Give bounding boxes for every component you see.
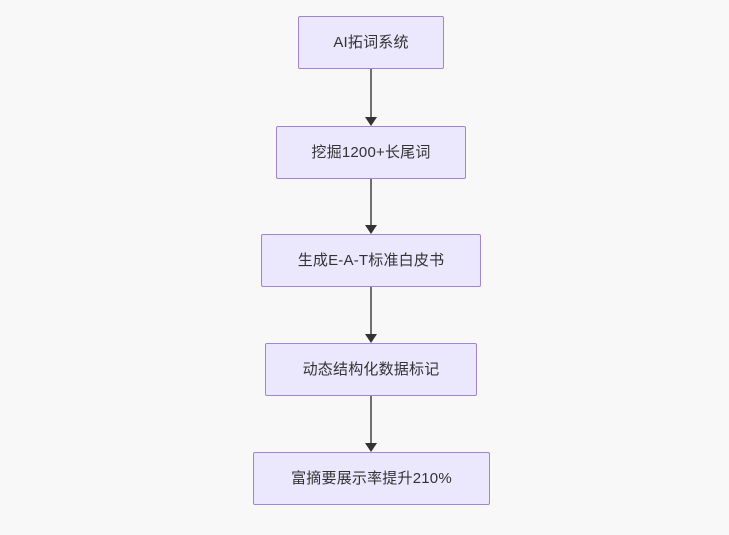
node-label: 富摘要展示率提升210% — [291, 469, 452, 487]
edge-n3-n4 — [363, 287, 379, 343]
node-label: 动态结构化数据标记 — [302, 360, 440, 378]
node-label: 生成E-A-T标准白皮书 — [297, 251, 445, 269]
node-label: 挖掘1200+长尾词 — [311, 143, 431, 161]
flowchart-node-ai-keyword-system[interactable]: AI拓词系统 — [298, 16, 444, 69]
node-label: AI拓词系统 — [333, 33, 409, 51]
edge-n4-n5 — [363, 396, 379, 452]
edge-n1-n2 — [363, 69, 379, 126]
flowchart-node-generate-eat-whitepaper[interactable]: 生成E-A-T标准白皮书 — [261, 234, 481, 287]
flowchart-node-rich-snippet-impression-uplift[interactable]: 富摘要展示率提升210% — [253, 452, 490, 505]
edge-n2-n3 — [363, 179, 379, 234]
flowchart-node-mine-longtail-keywords[interactable]: 挖掘1200+长尾词 — [276, 126, 466, 179]
flowchart-node-dynamic-structured-data-markup[interactable]: 动态结构化数据标记 — [265, 343, 477, 396]
